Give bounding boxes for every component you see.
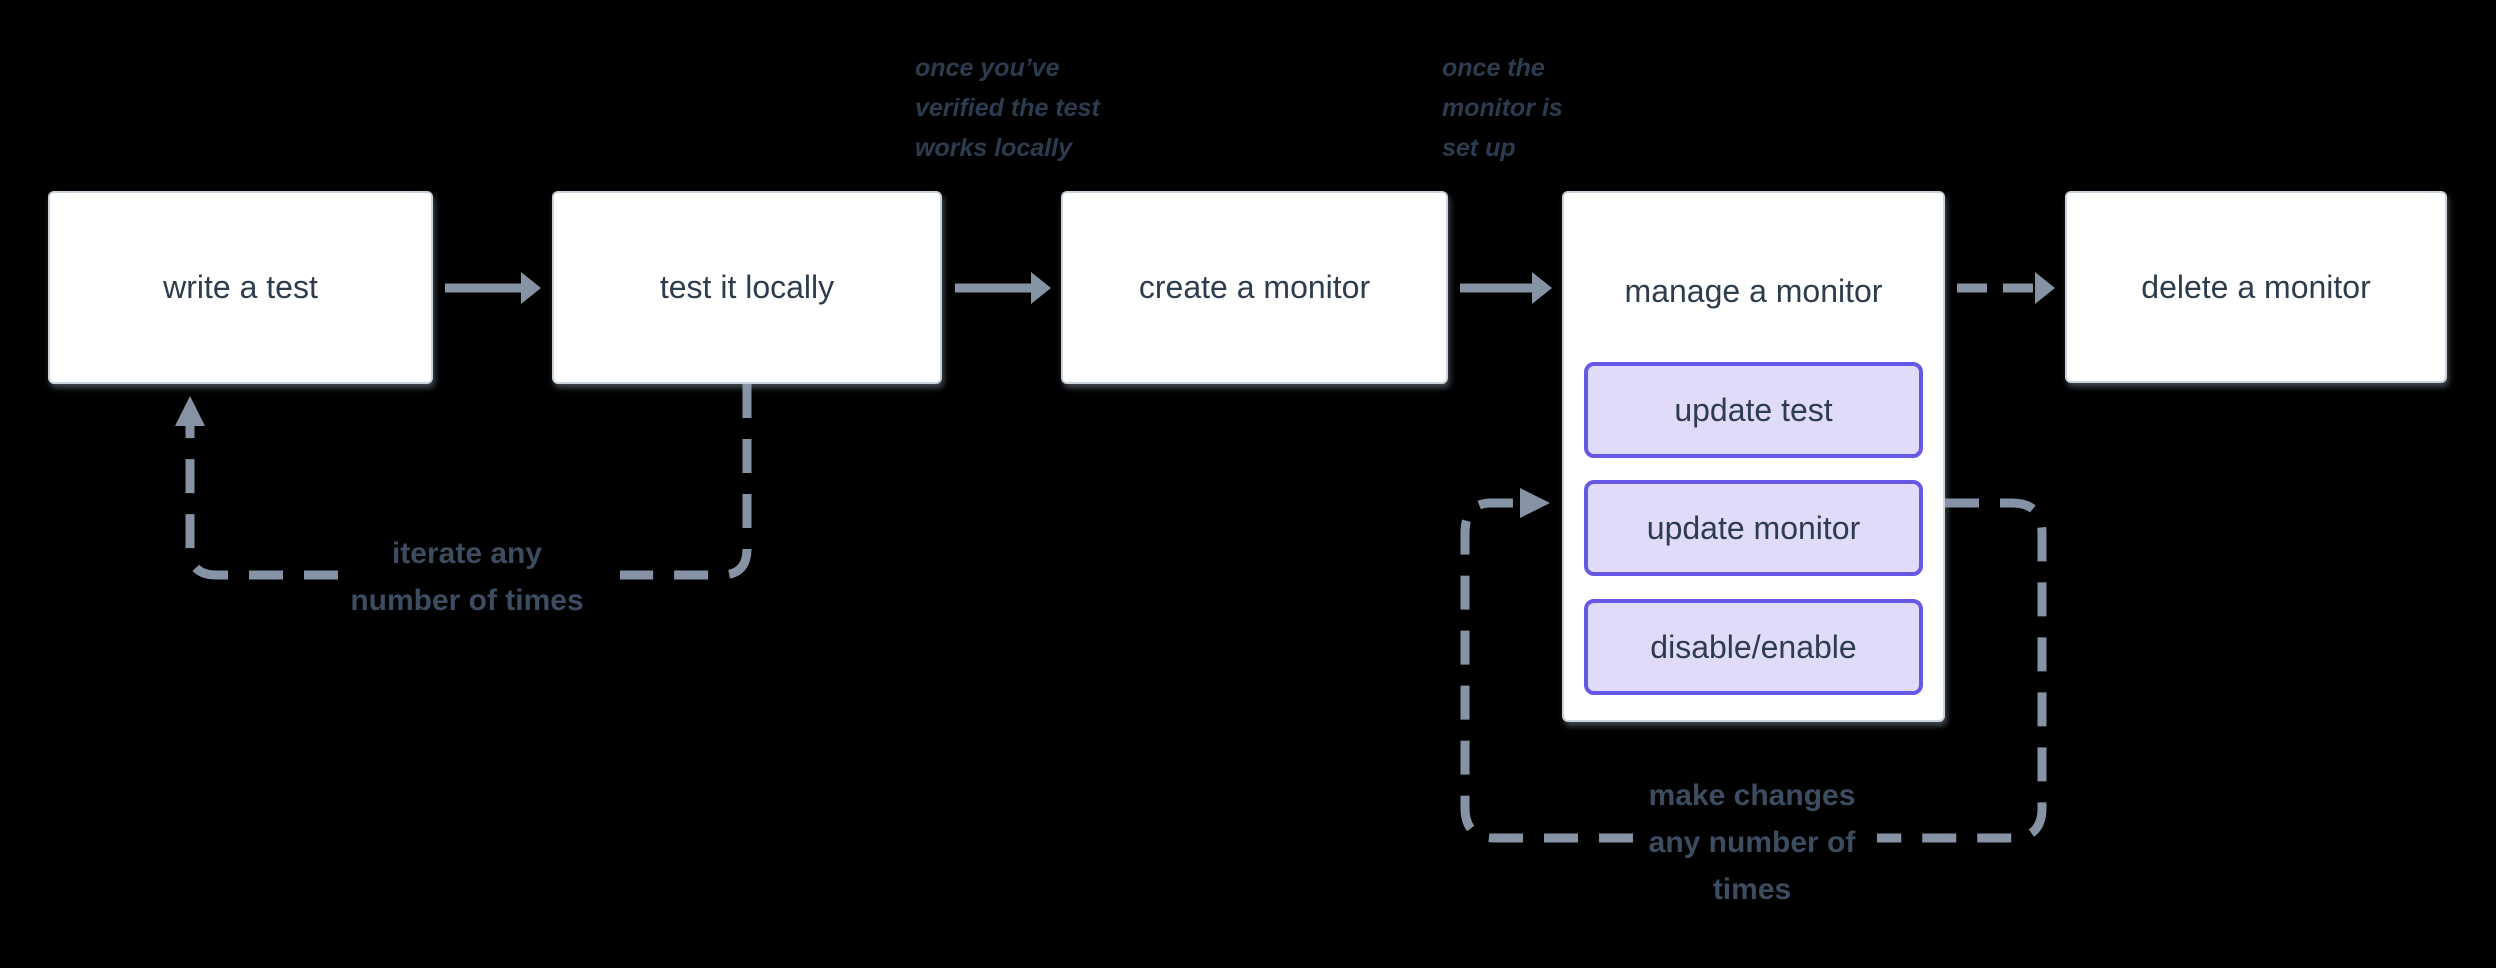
arrow-manage-to-delete-arrowhead	[2035, 272, 2055, 304]
annotation-line: verified the test	[915, 94, 1100, 122]
node-test-it-locally: test it locally	[552, 191, 942, 384]
arrow-create-to-manage-arrowhead	[1532, 272, 1552, 304]
action-update-test: update test	[1584, 362, 1923, 458]
node-delete-a-monitor: delete a monitor	[2065, 191, 2447, 383]
loop-label-line: make changes	[1648, 779, 1856, 812]
arrow-write-to-test	[445, 272, 541, 304]
loop-iterate-arrowhead	[175, 396, 205, 426]
arrow-create-to-manage	[1460, 272, 1552, 304]
action-update-monitor: update monitor	[1584, 480, 1923, 576]
annotation-line: monitor is	[1442, 94, 1563, 122]
annotation-line: set up	[1442, 134, 1516, 162]
loop-label-line: number of times	[350, 584, 584, 617]
arrow-write-to-test-arrowhead	[521, 272, 541, 304]
arrow-manage-to-delete-dashed	[1957, 272, 2055, 304]
action-label: update monitor	[1646, 509, 1861, 546]
loop-label-make-changes: make changes any number of times	[1572, 772, 1932, 913]
node-manage-a-monitor: manage a monitor update test update moni…	[1562, 191, 1945, 722]
loop-label-line: times	[1712, 873, 1792, 906]
annotation-line: once you’ve	[915, 54, 1060, 82]
annotation-verified-locally: once you’ve verified the test works loca…	[915, 48, 1100, 168]
annotation-line: works locally	[915, 134, 1073, 162]
loop-label-line: iterate any	[391, 537, 543, 570]
loop-manage-changes	[1460, 488, 2047, 843]
action-disable-enable: disable/enable	[1584, 599, 1923, 695]
node-label: create a monitor	[1138, 269, 1371, 305]
annotation-monitor-set-up: once the monitor is set up	[1442, 48, 1563, 168]
loop-manage-changes-arrowhead	[1520, 488, 1550, 518]
annotation-line: once the	[1442, 54, 1545, 82]
arrow-test-to-create-arrowhead	[1031, 272, 1051, 304]
node-create-a-monitor: create a monitor	[1061, 191, 1448, 384]
action-label: disable/enable	[1650, 628, 1857, 665]
node-label: manage a monitor	[1624, 273, 1883, 309]
action-label: update test	[1674, 391, 1833, 428]
node-label: write a test	[163, 269, 318, 305]
arrow-test-to-create	[955, 272, 1051, 304]
loop-label-iterate: iterate any number of times	[297, 530, 637, 624]
node-label: test it locally	[659, 269, 835, 305]
loop-label-line: any number of	[1648, 826, 1856, 859]
loop-iterate-test-to-write	[175, 384, 752, 580]
node-label: delete a monitor	[2141, 268, 2371, 305]
node-write-a-test: write a test	[48, 191, 433, 384]
